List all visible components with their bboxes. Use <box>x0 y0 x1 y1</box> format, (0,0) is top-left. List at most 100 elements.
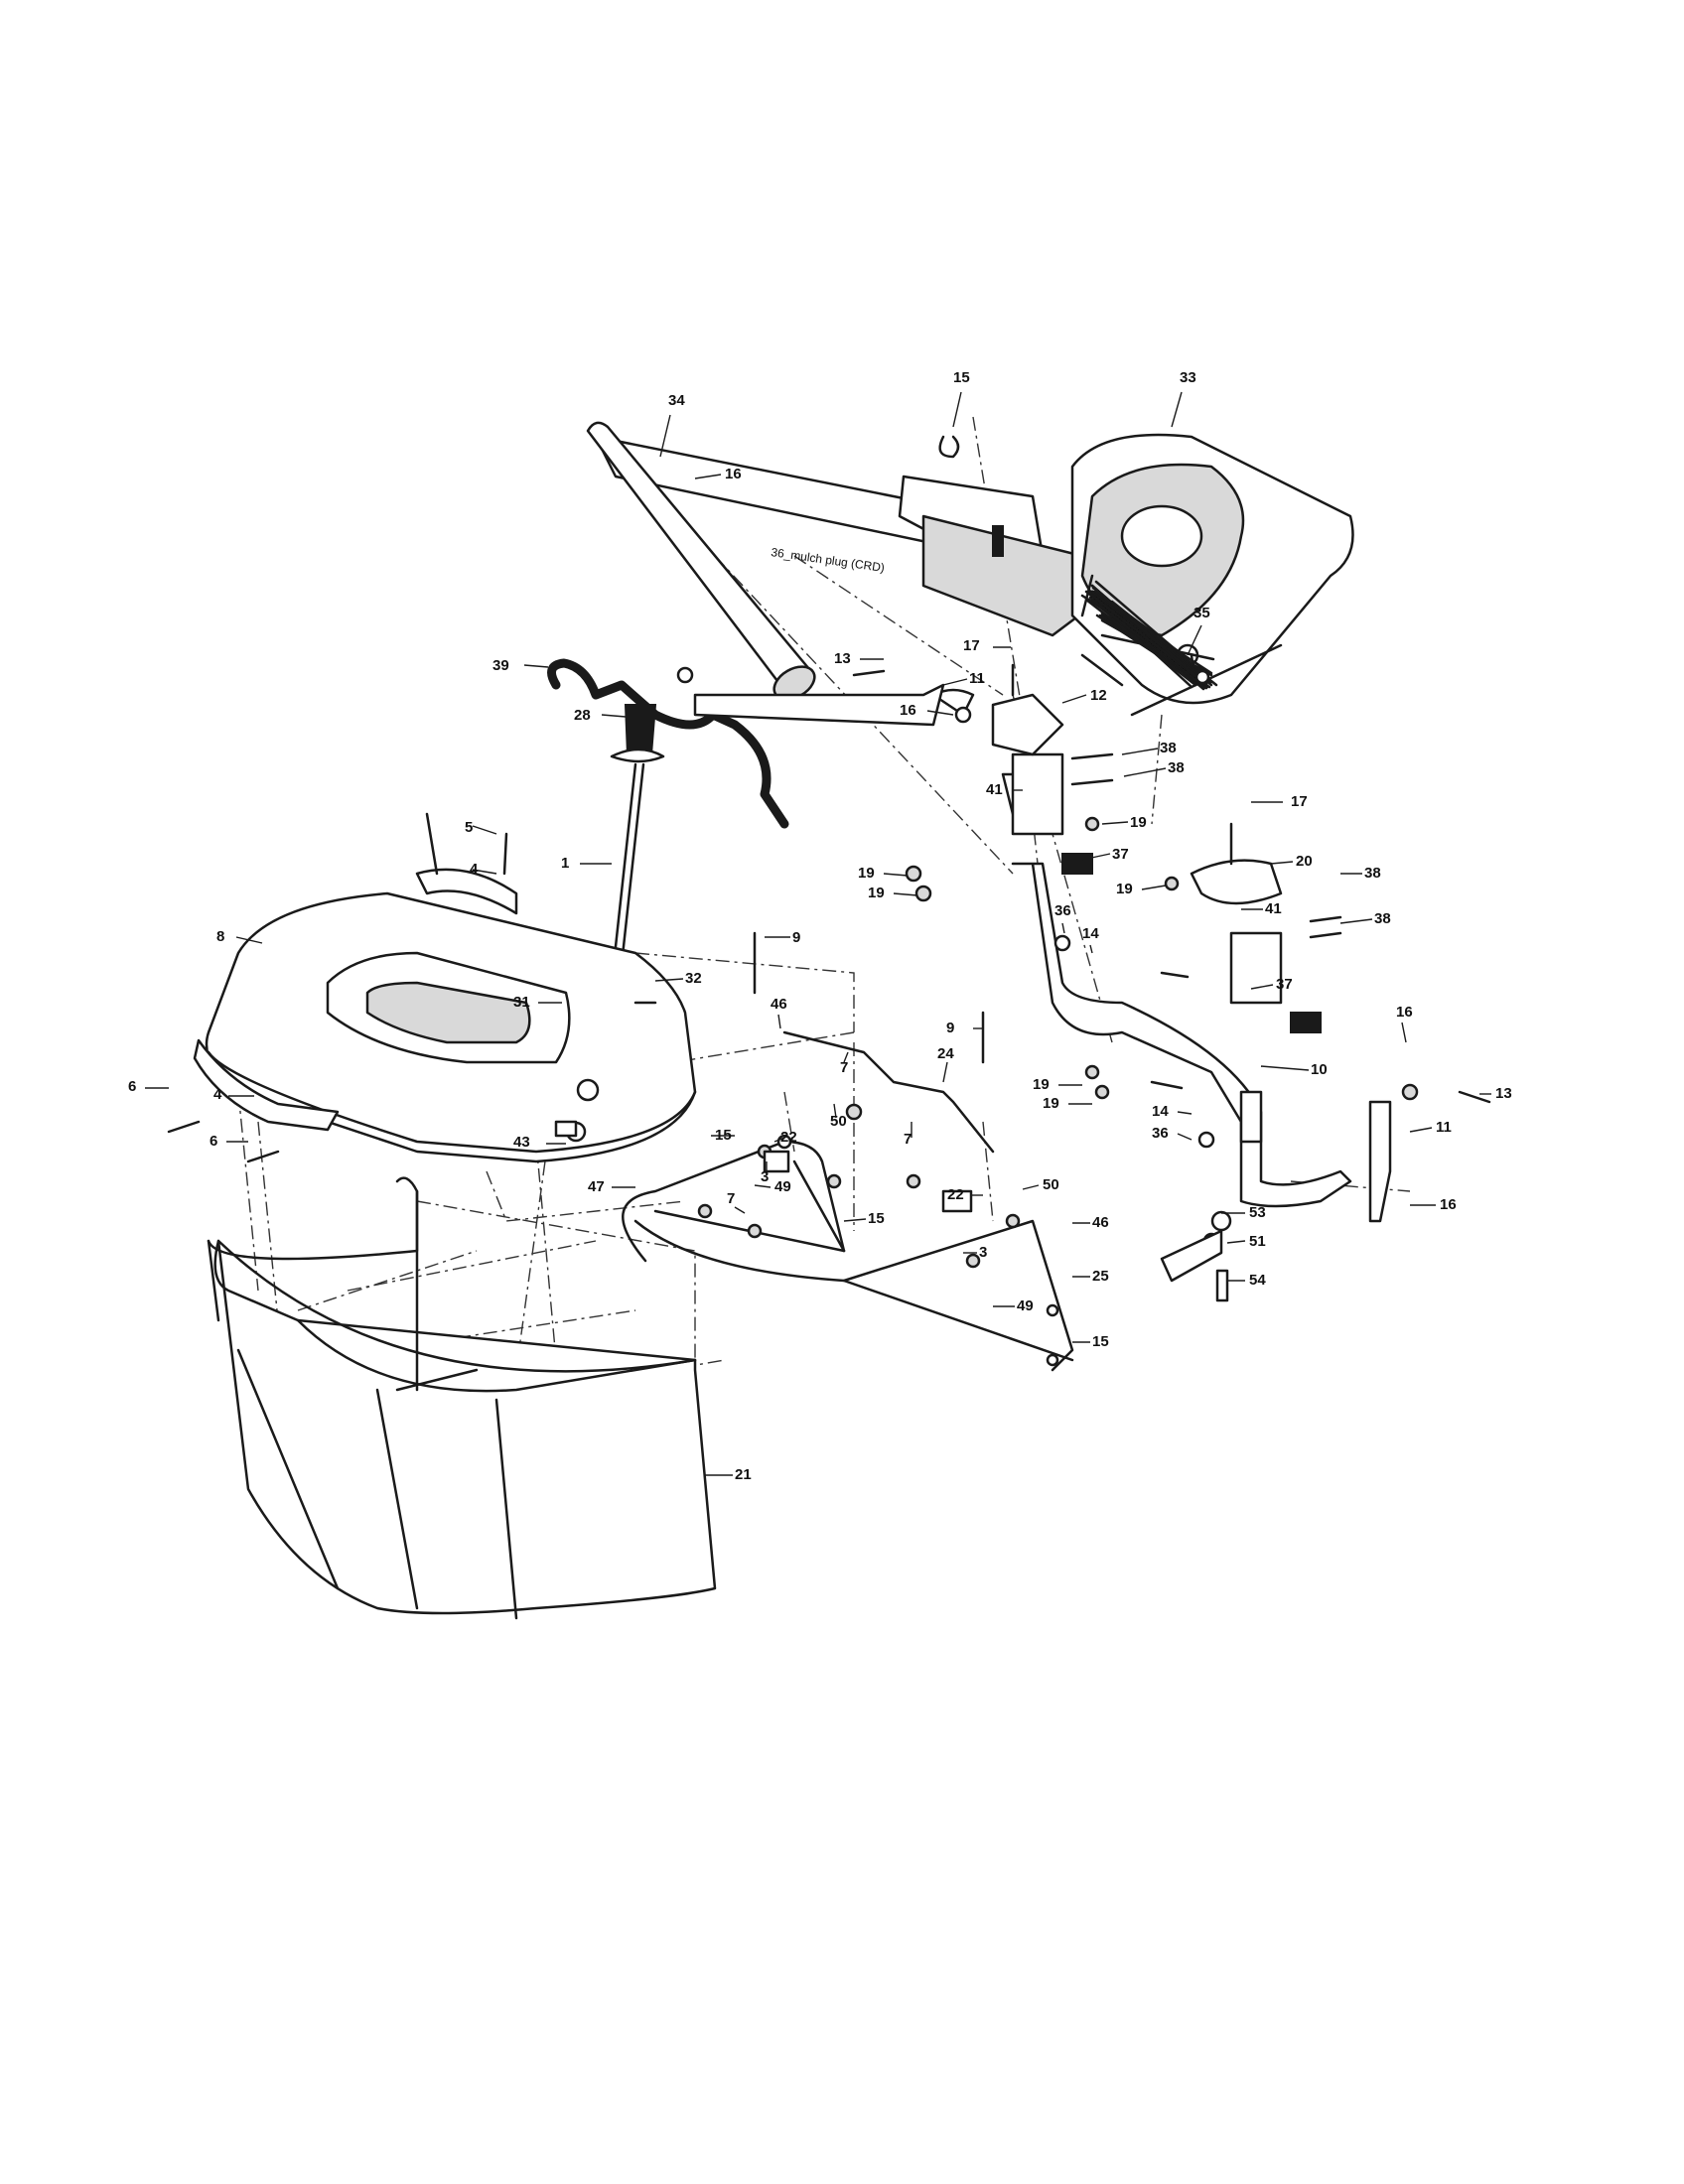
part-callout-c32: 32 <box>685 970 702 987</box>
part-callout-c10: 10 <box>1311 1061 1328 1078</box>
part-callout-c21: 21 <box>735 1466 752 1483</box>
part-callout-c13b: 13 <box>1495 1085 1512 1102</box>
leader-line-c35 <box>1187 624 1202 656</box>
leader-line-c19a <box>1101 821 1129 825</box>
part-callout-c41b: 41 <box>1265 900 1282 917</box>
part-callout-c19f: 19 <box>1043 1095 1059 1112</box>
leader-line-c16b <box>926 710 954 716</box>
part-callout-c9a: 9 <box>792 929 800 946</box>
part-callout-c37a: 37 <box>1112 846 1129 863</box>
handle-and-cable <box>547 658 789 1076</box>
leader-line-c24 <box>942 1061 948 1083</box>
part-callout-c3a: 3 <box>761 1168 769 1185</box>
part-callout-c47: 47 <box>588 1178 605 1195</box>
leader-line-c4a <box>472 869 497 875</box>
part-callout-c9b: 9 <box>946 1020 954 1036</box>
leader-line-c51 <box>1226 1240 1246 1244</box>
leader-line-c38d <box>1339 918 1373 924</box>
part-callout-c19a: 19 <box>1130 814 1147 831</box>
leader-line-c19b <box>883 873 909 877</box>
leader-line-c36a <box>1061 922 1065 934</box>
leader-line-c5 <box>472 825 497 835</box>
part-callout-c13a: 13 <box>834 650 851 667</box>
part-callout-c34: 34 <box>668 392 685 409</box>
part-callout-c7b: 7 <box>904 1131 912 1148</box>
part-callout-c49a: 49 <box>774 1178 791 1195</box>
leader-line-c19c <box>893 892 918 896</box>
leader-line-c50a <box>833 1103 837 1119</box>
part-callout-c39: 39 <box>492 657 509 674</box>
part-callout-c46a: 46 <box>771 996 787 1013</box>
lift-arm-assembly <box>693 683 1392 1223</box>
leader-line-c22a <box>773 1137 785 1143</box>
part-callout-c22b: 22 <box>947 1186 964 1203</box>
part-callout-c15b: 15 <box>715 1127 732 1144</box>
part-callout-c16a: 16 <box>725 466 742 482</box>
part-callout-c6a: 6 <box>128 1078 136 1095</box>
leader-line-c32 <box>654 978 684 982</box>
part-callout-c53: 53 <box>1249 1204 1266 1221</box>
part-callout-c31: 31 <box>513 994 530 1011</box>
part-callout-c17a: 17 <box>963 637 980 654</box>
part-callout-c17b: 17 <box>1291 793 1308 810</box>
part-callout-c38d: 38 <box>1374 910 1391 927</box>
part-callout-c28: 28 <box>574 707 591 724</box>
part-callout-c14b: 14 <box>1152 1103 1169 1120</box>
leader-line-c11a <box>942 678 968 686</box>
leader-line-c49a <box>754 1184 772 1188</box>
leader-line-c33 <box>1171 391 1183 428</box>
part-callout-c19e: 19 <box>1033 1076 1050 1093</box>
leader-line-c37a <box>1081 853 1111 861</box>
leader-line-c8 <box>235 936 263 944</box>
part-callout-c20: 20 <box>1296 853 1313 870</box>
leader-line-c28 <box>601 714 627 718</box>
part-callout-c24: 24 <box>937 1045 954 1062</box>
part-callout-c15d: 15 <box>1092 1333 1109 1350</box>
part-callout-c38a: 38 <box>1160 740 1177 756</box>
part-callout-c4a: 4 <box>470 861 479 878</box>
leader-line-c16c <box>1401 1022 1407 1043</box>
leader-line-c38b <box>1123 767 1167 777</box>
part-callout-c38b: 38 <box>1168 759 1185 776</box>
part-callout-c8: 8 <box>216 928 224 945</box>
part-callout-c43: 43 <box>513 1134 530 1151</box>
part-callout-c16b: 16 <box>900 702 916 719</box>
part-callout-c11a: 11 <box>969 670 985 687</box>
leader-line-c7a <box>843 1051 849 1063</box>
part-callout-c5: 5 <box>465 819 473 836</box>
part-callout-c3b: 3 <box>979 1244 987 1261</box>
part-callout-c46b: 46 <box>1092 1214 1109 1231</box>
part-callout-c15a: 15 <box>953 369 970 386</box>
part-callout-c7c: 7 <box>727 1190 735 1207</box>
handles-and-bolts <box>167 812 518 1163</box>
part-callout-c35: 35 <box>1193 605 1210 621</box>
grass-bag <box>207 1176 717 1620</box>
leader-line-c39 <box>523 664 549 668</box>
part-callout-c38c: 38 <box>1364 865 1381 882</box>
leader-line-c37b <box>1250 984 1274 990</box>
leader-line-c12 <box>1061 694 1087 704</box>
part-callout-c41a: 41 <box>986 781 1003 798</box>
part-callout-c25: 25 <box>1092 1268 1109 1285</box>
leader-line-c50b <box>1022 1184 1040 1190</box>
leader-line-c20 <box>1270 861 1294 865</box>
part-callout-c54: 54 <box>1249 1272 1266 1289</box>
hardware <box>554 663 1491 1367</box>
part-callout-c50b: 50 <box>1043 1176 1059 1193</box>
leader-line-c16a <box>694 474 722 479</box>
leader-line-c38a <box>1121 748 1159 755</box>
leader-line-c14a <box>1089 944 1093 954</box>
leader-line-c10 <box>1260 1065 1310 1071</box>
bag-frame <box>622 1030 1074 1372</box>
part-callout-c6b: 6 <box>210 1133 217 1150</box>
part-callout-c15c: 15 <box>868 1210 885 1227</box>
leader-line-c11b <box>1409 1127 1433 1133</box>
part-callout-c16d: 16 <box>1440 1196 1457 1213</box>
leader-line-c46a <box>777 1014 781 1029</box>
leader-line-c36b <box>1177 1133 1193 1141</box>
part-callout-c19d: 19 <box>1116 881 1133 897</box>
part-callout-c14a: 14 <box>1082 925 1099 942</box>
leader-line-c7c <box>734 1206 746 1214</box>
part-callout-c37b: 37 <box>1276 976 1293 993</box>
